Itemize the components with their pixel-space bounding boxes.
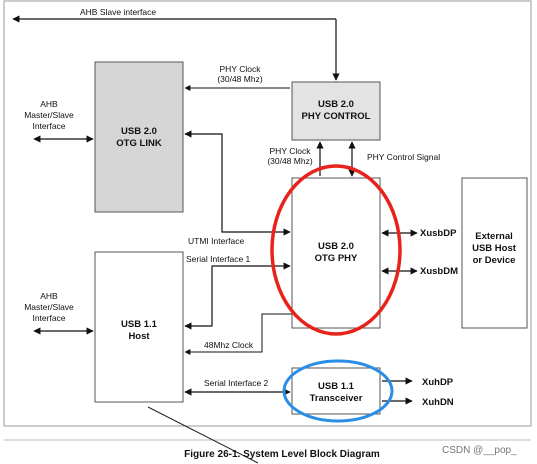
phy-clock-mid-label-2: (30/48 Mhz)	[267, 156, 313, 166]
xusbdp-label: XusbDP	[420, 228, 457, 239]
otg-phy-title: USB 2.0	[318, 241, 354, 252]
clock-48-label: 48Mhz Clock	[204, 340, 254, 350]
phy-control-title: USB 2.0	[318, 99, 354, 110]
diagram-frame	[3, 0, 532, 427]
otg-phy-subtitle: OTG PHY	[315, 253, 358, 264]
xuhdn-label: XuhDN	[422, 397, 454, 408]
serial-2-label: Serial Interface 2	[204, 378, 269, 388]
phy-clock-mid-label-1: PHY Clock	[270, 146, 312, 156]
transceiver-block	[291, 367, 381, 415]
phy-control-block	[291, 81, 381, 141]
pen-stroke	[147, 406, 259, 464]
external-line-3: or Device	[473, 255, 516, 266]
phy-clock-top-label-1: PHY Clock	[220, 64, 262, 74]
utmi-interface-path	[184, 130, 291, 236]
external-line-1: External	[475, 231, 513, 242]
otg-phy-block	[291, 177, 381, 329]
transceiver-subtitle: Transceiver	[310, 393, 363, 404]
utmi-label: UTMI Interface	[188, 236, 244, 246]
ahb-bottom-label-1: AHB	[40, 291, 58, 301]
usb-host-subtitle: Host	[128, 331, 150, 342]
ahb-bottom-label-2: Master/Slave	[24, 302, 74, 312]
phy-clock-top-label-2: (30/48 Mhz)	[217, 74, 263, 84]
serial-interface-1-path	[184, 262, 291, 330]
xusbdm-label: XusbDM	[420, 266, 458, 277]
ahb-bottom-label-3: Interface	[32, 313, 65, 323]
figure-caption: Figure 26-1. System Level Block Diagram	[184, 449, 380, 460]
usb-host-title: USB 1.1	[121, 319, 158, 330]
phy-control-signal-label: PHY Control Signal	[367, 152, 440, 162]
ahb-top-label-3: Interface	[32, 121, 65, 131]
external-line-2: USB Host	[472, 243, 517, 254]
otg-link-title: USB 2.0	[121, 126, 157, 137]
transceiver-title: USB 1.1	[318, 381, 355, 392]
csdn-watermark: CSDN @__pop_	[442, 445, 517, 456]
red-highlight-circle	[270, 164, 402, 336]
ahb-top-label-1: AHB	[40, 99, 58, 109]
otg-link-block	[94, 61, 184, 213]
otg-link-subtitle: OTG LINK	[116, 138, 162, 149]
ahb-slave-label: AHB Slave interface	[80, 7, 156, 17]
usb-host-block	[94, 251, 184, 403]
phy-control-subtitle: PHY CONTROL	[302, 111, 371, 122]
serial-1-label: Serial Interface 1	[186, 254, 251, 264]
xuhdp-label: XuhDP	[422, 377, 454, 388]
clock-48-path	[184, 313, 292, 355]
external-host-block	[461, 177, 528, 329]
ahb-top-label-2: Master/Slave	[24, 110, 74, 120]
blue-highlight-circle	[282, 359, 394, 423]
